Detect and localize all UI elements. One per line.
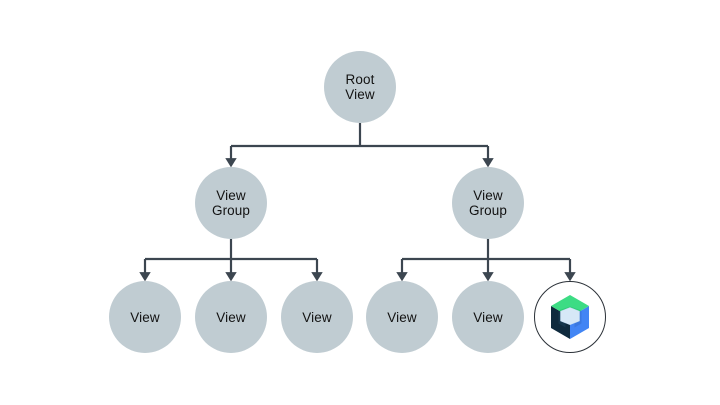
- compose-logo-center-hex: [560, 307, 580, 326]
- node-view-group-left[interactable]: View Group: [195, 167, 267, 239]
- node-root-label: Root View: [345, 72, 375, 102]
- node-view-4[interactable]: View: [366, 281, 438, 353]
- node-view-5-label: View: [473, 309, 503, 325]
- node-view-4-label: View: [387, 309, 417, 325]
- node-view-1-label: View: [130, 309, 160, 325]
- node-view-group-left-label: View Group: [211, 188, 251, 218]
- node-compose[interactable]: [534, 281, 606, 353]
- jetpack-compose-logo-icon: [551, 295, 589, 339]
- node-view-3-label: View: [302, 309, 332, 325]
- node-view-1[interactable]: View: [109, 281, 181, 353]
- node-view-group-right[interactable]: View Group: [452, 167, 524, 239]
- node-view-3[interactable]: View: [281, 281, 353, 353]
- node-root[interactable]: Root View: [324, 51, 396, 123]
- node-view-2-label: View: [216, 309, 246, 325]
- node-view-2[interactable]: View: [195, 281, 267, 353]
- node-view-group-right-label: View Group: [468, 188, 508, 218]
- node-view-5[interactable]: View: [452, 281, 524, 353]
